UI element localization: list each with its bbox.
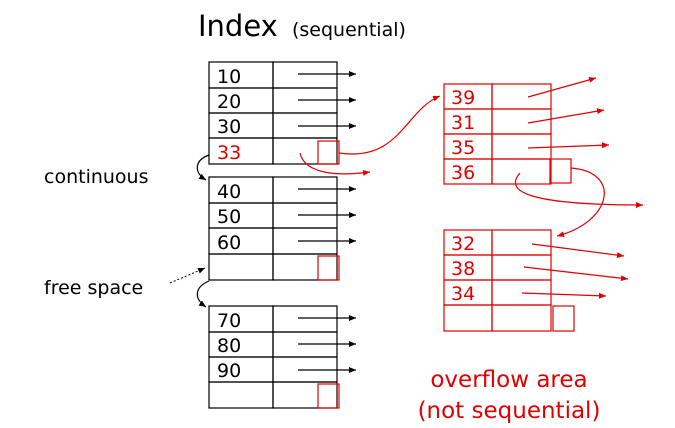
overflow-pointer-box [317, 140, 340, 165]
key-label: 90 [217, 360, 241, 382]
overflow-link-33-to-39 [338, 95, 441, 155]
continuous-arrow [196, 154, 210, 181]
overflow-link-33-next [299, 152, 371, 176]
key-label: 33 [217, 142, 241, 164]
overflow-pointer-box [317, 255, 340, 281]
key-label: 20 [217, 91, 241, 113]
index-cell-pointer [272, 176, 338, 204]
index-cell-pointer [272, 305, 338, 333]
key-label: 50 [217, 206, 241, 228]
overflow-key-label: 31 [451, 112, 475, 134]
index-cell-pointer [272, 61, 338, 89]
overflow-key-label: 39 [451, 87, 475, 109]
overflow-pointer-box [549, 158, 572, 184]
overflow-key-label: 34 [451, 283, 475, 305]
key-label: 10 [217, 66, 241, 88]
free-space-label: free space [44, 277, 143, 299]
overflow-key-label: 32 [451, 233, 475, 255]
index-cell-key [208, 253, 274, 281]
overflow-block-1: 39 31 35 36 [443, 76, 610, 185]
index-block-2: 40 50 60 [208, 176, 356, 281]
page-subtitle: (sequential) [292, 19, 406, 41]
index-block-1: 10 20 30 33 [208, 61, 356, 165]
key-label: 30 [217, 116, 241, 138]
overflow-pointer-box [317, 383, 340, 409]
key-label: 60 [217, 232, 241, 254]
key-label: 70 [217, 310, 241, 332]
index-cell-pointer [272, 253, 338, 281]
overflow-key-label: 35 [451, 137, 475, 159]
continuous-arrow-2 [196, 280, 210, 308]
continuous-label: continuous [44, 166, 149, 188]
free-space-pointer [169, 267, 206, 284]
overflow-key-label: 38 [451, 258, 475, 280]
key-label: 40 [217, 181, 241, 203]
index-cell-pointer [272, 381, 338, 409]
page-title: Index [198, 9, 278, 43]
overflow-area-sublabel: (not sequential) [418, 398, 601, 424]
overflow-link-36-to-32 [556, 167, 605, 238]
key-label: 80 [217, 335, 241, 357]
overflow-pointer-box [552, 305, 575, 332]
index-block-3: 70 80 90 [208, 305, 356, 409]
overflow-block-2: 32 38 34 [443, 229, 629, 332]
overflow-link-36-next [515, 172, 644, 208]
index-cell-pointer [272, 137, 338, 165]
index-cell-key [208, 381, 274, 409]
overflow-key-label: 36 [451, 162, 475, 184]
overflow-area-label: overflow area [430, 367, 587, 393]
